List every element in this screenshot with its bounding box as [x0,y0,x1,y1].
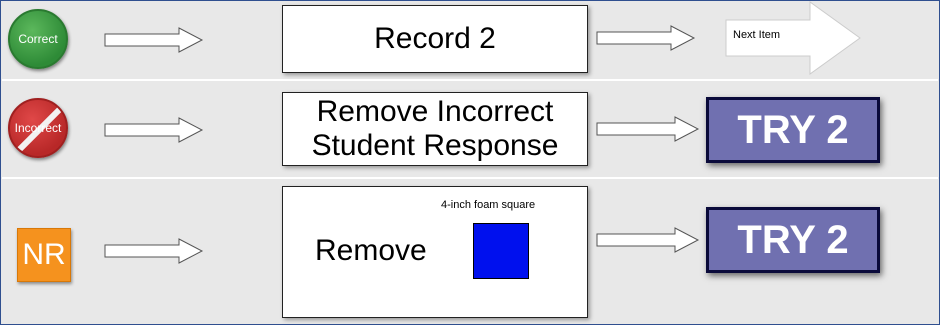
incorrect-badge-label: Incorrect [14,121,62,135]
incorrect-badge-icon: Incorrect [8,98,68,158]
record-text: Record 2 [374,22,496,55]
remove-material-box: 4-inch foam square Remove [282,186,588,318]
remove-response-line2: Student Response [311,129,559,162]
remove-response-line1: Remove Incorrect [316,95,554,128]
arrow-icon [104,117,204,143]
foam-square-icon [473,223,529,279]
arrow-icon [596,25,696,51]
record-box: Record 2 [282,5,588,73]
next-item-label: Next Item [733,29,781,41]
try-2-box: TRY 2 [706,207,880,273]
next-item-arrow-icon [725,1,861,75]
foam-square-caption: 4-inch foam square [441,199,536,211]
correct-badge-icon: Correct [8,9,68,69]
arrow-icon [104,27,204,53]
no-response-badge-icon: NR [17,228,71,282]
remove-text: Remove [315,234,427,267]
arrow-icon [104,238,204,264]
arrow-icon [596,116,700,142]
try-2-box: TRY 2 [706,97,880,163]
correct-badge-label: Correct [18,32,58,46]
arrow-icon [596,227,700,253]
no-response-badge-label: NR [22,238,66,271]
remove-response-box: Remove Incorrect Student Response [282,92,588,166]
row-divider [2,79,938,81]
row-divider [2,177,938,179]
try-2-label: TRY 2 [737,107,849,152]
try-2-label: TRY 2 [737,217,849,262]
